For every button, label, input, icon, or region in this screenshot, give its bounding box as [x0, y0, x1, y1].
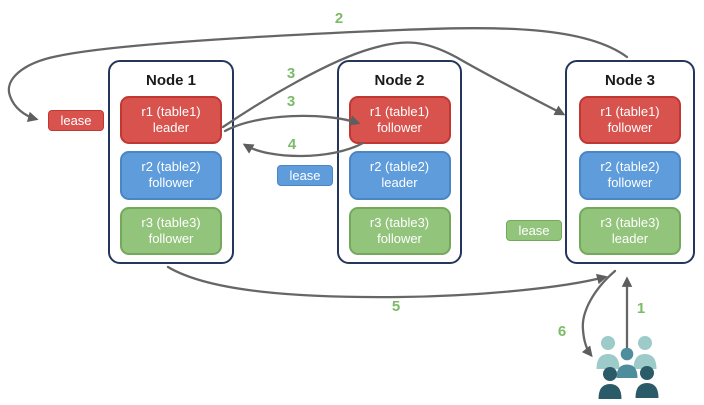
range-label: r2 (table2): [600, 159, 660, 175]
user-dark-left: [598, 367, 622, 399]
range-label: r3 (table3): [600, 214, 660, 230]
node-3-title: Node 3: [604, 72, 655, 89]
step-label-5: 5: [392, 298, 400, 315]
range-role: follower: [377, 120, 422, 136]
user-dark-right: [635, 366, 659, 398]
lease-label: lease: [518, 223, 550, 238]
node-3-range-r2: r2 (table2) follower: [579, 151, 681, 200]
range-role: follower: [607, 120, 653, 136]
arrow-step-5: [166, 265, 608, 299]
node-2-title: Node 2: [374, 72, 425, 89]
users-icon: [596, 336, 659, 399]
step-label-3a: 3: [287, 65, 295, 82]
node-3-range-r1: r1 (table1) follower: [579, 96, 681, 145]
arrow-step-6: [581, 269, 617, 358]
node-1-range-r2: r2 (table2) follower: [120, 151, 222, 200]
range-role: follower: [148, 230, 194, 246]
node-1-title: Node 1: [145, 72, 196, 89]
range-label: r2 (table2): [141, 159, 201, 175]
lease-label: lease: [60, 113, 92, 128]
node-2: Node 2 r1 (table1) follower r2 (table2) …: [337, 60, 462, 264]
range-role: leader: [381, 175, 418, 191]
step-label-4: 4: [288, 136, 297, 153]
lease-tag-r1: lease: [48, 110, 104, 131]
range-label: r2 (table2): [369, 159, 430, 175]
step-label-6: 6: [558, 323, 566, 340]
range-label: r1 (table1): [600, 104, 660, 120]
node-1-range-r1: r1 (table1) leader: [120, 96, 222, 145]
user-medium-center: [616, 347, 638, 378]
lease-tag-r3: lease: [506, 220, 562, 241]
user-light-right: [633, 336, 657, 369]
range-label: r3 (table3): [141, 214, 201, 230]
node-3-range-r3: r3 (table3) leader: [579, 206, 681, 255]
lease-tag-r2: lease: [277, 165, 333, 186]
node-1: Node 1 r1 (table1) leader r2 (table2) fo…: [108, 60, 234, 264]
node-2-range-r3: r3 (table3) follower: [348, 206, 451, 255]
user-light-left: [596, 336, 620, 369]
arrow-step-2: [7, 27, 629, 123]
range-role: follower: [607, 175, 653, 191]
range-label: r1 (table1): [369, 104, 430, 120]
range-role: leader: [611, 230, 649, 246]
node-2-range-r2: r2 (table2) leader: [348, 151, 451, 200]
step-label-1: 1: [637, 300, 645, 317]
range-role: follower: [377, 230, 422, 246]
range-role: leader: [152, 120, 190, 136]
node-1-range-r3: r3 (table3) follower: [120, 206, 222, 255]
node-3: Node 3 r1 (table1) follower r2 (table2) …: [565, 60, 695, 264]
step-label-2: 2: [335, 10, 343, 27]
range-label: r3 (table3): [369, 214, 430, 230]
step-label-3b: 3: [287, 93, 295, 110]
range-label: r1 (table1): [141, 104, 201, 120]
range-role: follower: [148, 175, 194, 191]
node-2-range-r1: r1 (table1) follower: [348, 96, 451, 145]
lease-label: lease: [289, 168, 321, 183]
